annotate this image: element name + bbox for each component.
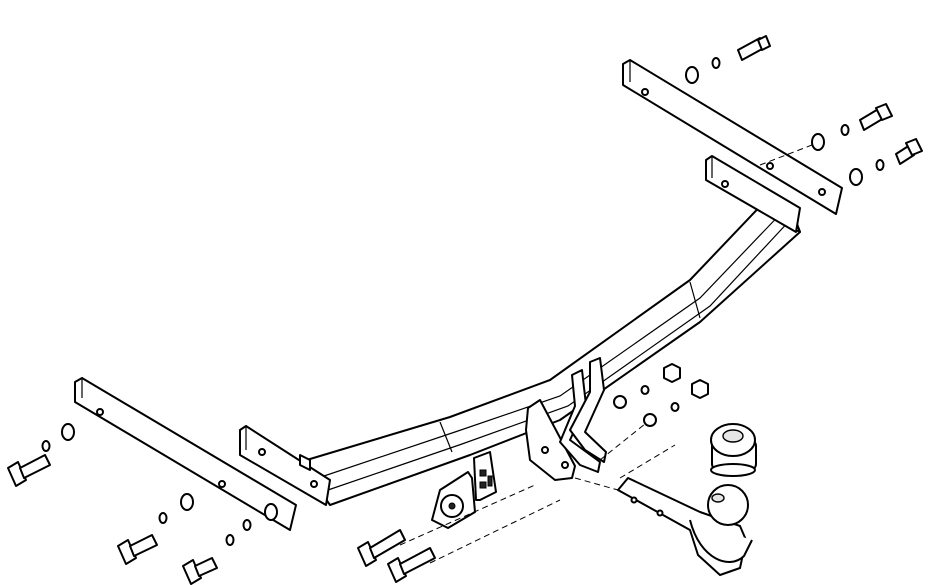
tow-ball-cover xyxy=(710,423,757,477)
washer xyxy=(180,493,194,511)
washer xyxy=(811,133,825,151)
washer-small xyxy=(225,534,235,546)
bolt-right-mid xyxy=(859,103,893,131)
tow-ball-hanger xyxy=(525,357,607,481)
bolt-right-low xyxy=(895,138,923,165)
washer-small xyxy=(670,402,680,412)
washer-small xyxy=(840,124,850,136)
bolt-center-low xyxy=(387,547,436,583)
right-lower-bracket xyxy=(705,155,801,233)
washer xyxy=(61,423,75,441)
bolt-left-top xyxy=(7,454,51,487)
washers xyxy=(41,57,885,546)
washer-small xyxy=(158,512,168,524)
mounting-bolts xyxy=(7,35,923,585)
assembly-lines xyxy=(399,139,826,564)
left-inner-bracket xyxy=(239,425,331,506)
nut xyxy=(663,363,681,383)
bolt-left-mid xyxy=(117,534,158,565)
washer-small xyxy=(640,385,650,395)
nuts xyxy=(663,363,709,399)
washer-small xyxy=(41,440,51,452)
washer xyxy=(849,168,863,186)
tow-ball-neck xyxy=(617,477,753,576)
bolt-right-top xyxy=(737,35,771,61)
bolt-left-low xyxy=(182,557,218,585)
washer-small xyxy=(242,519,252,531)
nut xyxy=(691,379,709,399)
bolt-center-top xyxy=(357,529,406,567)
washer xyxy=(643,413,657,427)
washer xyxy=(613,395,627,409)
right-upper-bracket xyxy=(622,59,843,215)
washer xyxy=(264,503,278,521)
washer-small xyxy=(875,159,885,171)
washer xyxy=(685,66,699,84)
left-outer-bracket xyxy=(74,377,297,531)
washer-small xyxy=(711,57,721,69)
